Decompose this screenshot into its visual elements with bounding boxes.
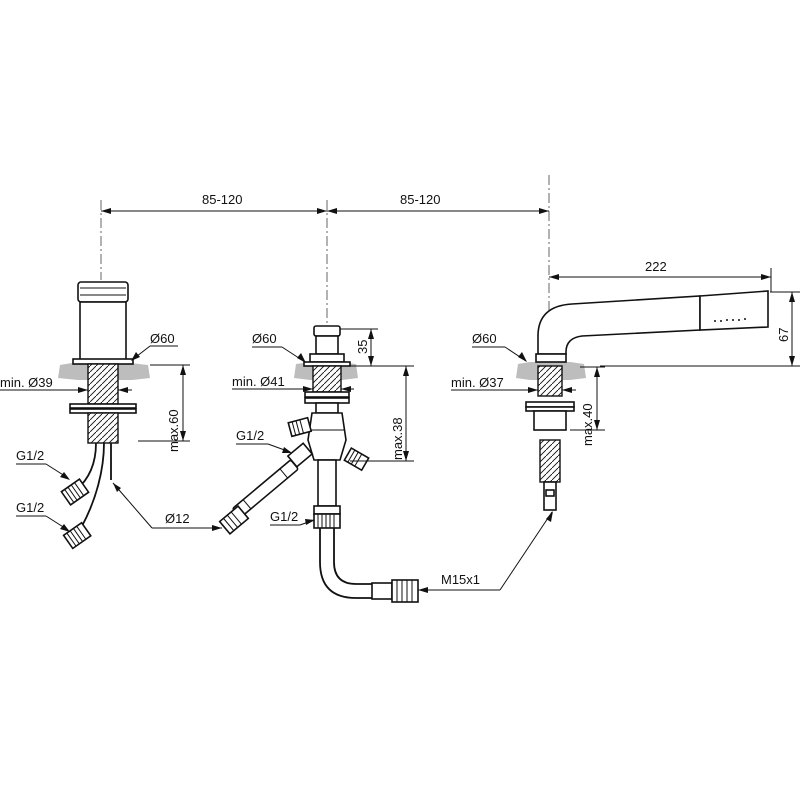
thread-label: M15x1	[441, 572, 480, 587]
left-valve	[60, 281, 137, 550]
tube-dia-label: Ø12	[165, 511, 190, 526]
hand-length-label: 222	[645, 259, 667, 274]
g-mid-bottom-label: G1/2	[270, 509, 298, 524]
min-mid-label: min. Ø41	[232, 374, 285, 389]
centerlines	[100, 175, 550, 360]
thread-annotation: M15x1	[418, 511, 553, 593]
left-valve-annotations: Ø60 min. Ø39 max.60 G1/2 G1/2	[0, 331, 190, 532]
g-mid-top-label: G1/2	[236, 428, 264, 443]
g-left-top-label: G1/2	[16, 448, 44, 463]
max-mid-label: max.38	[390, 417, 405, 460]
g-left-bottom-label: G1/2	[16, 500, 44, 515]
right-handshower	[525, 290, 769, 511]
max-left-label: max.60	[166, 409, 181, 452]
span-dimensions: 85-120 85-120	[101, 192, 549, 214]
middle-annotations: Ø60 35 min. Ø41 max.38 G1/2 G1/2	[232, 328, 414, 526]
min-right-label: min. Ø37	[451, 375, 504, 390]
min-left-label: min. Ø39	[0, 375, 53, 390]
dia-mid-label: Ø60	[252, 331, 277, 346]
right-annotations: Ø60 min. Ø37 max.40	[451, 331, 605, 446]
height-35-label: 35	[355, 340, 370, 354]
max-right-label: max.40	[580, 403, 595, 446]
middle-mixer	[218, 325, 419, 603]
spray-holes	[714, 318, 746, 322]
tube-annotation: Ø12	[112, 482, 222, 531]
span-right-label: 85-120	[400, 192, 440, 207]
dia-left-label: Ø60	[150, 331, 175, 346]
span-left-label: 85-120	[202, 192, 242, 207]
dia-right-label: Ø60	[472, 331, 497, 346]
handshower-dimensions: 222 67	[549, 259, 800, 367]
hand-height-label: 67	[776, 328, 791, 342]
